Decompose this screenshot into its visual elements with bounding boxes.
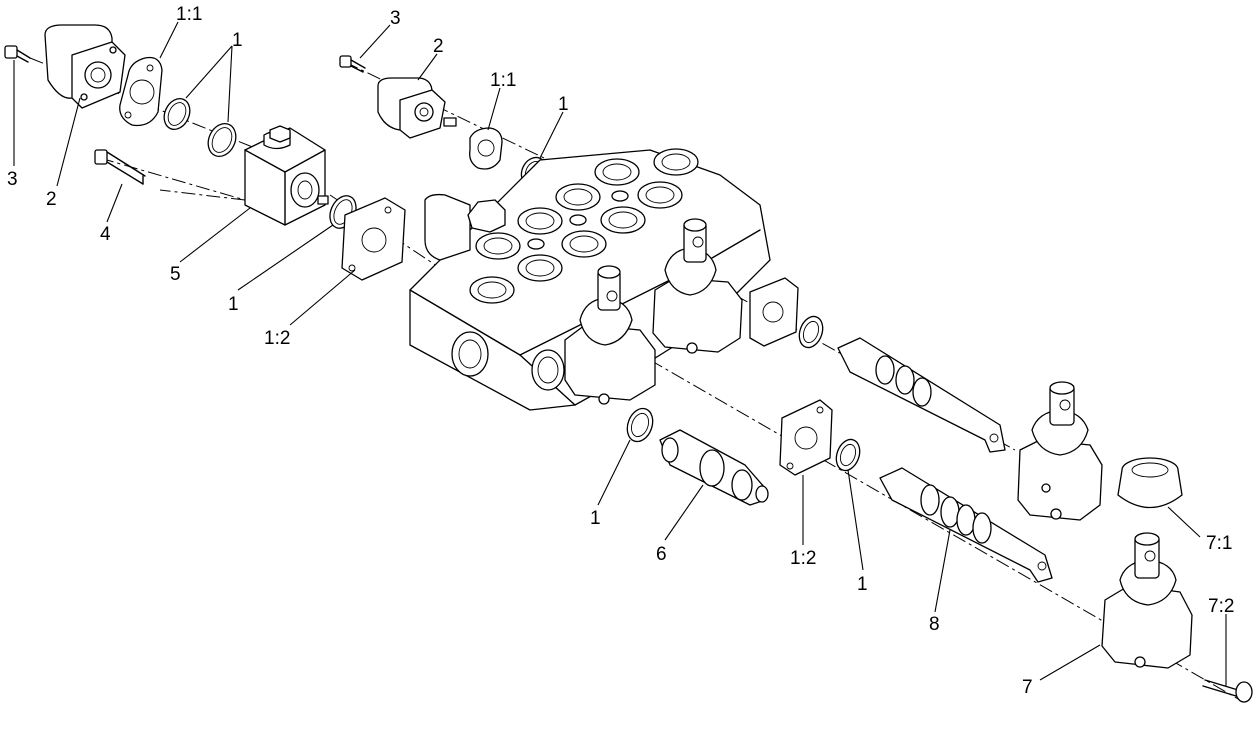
label-7-1: 7:1 — [1206, 533, 1232, 554]
label-4: 4 — [100, 224, 111, 245]
label-7-2: 7:2 — [1208, 596, 1234, 617]
gasket-1-2-left — [341, 197, 406, 281]
front-spool-group — [626, 399, 1253, 703]
gasket-middle — [469, 127, 503, 170]
label-1-front-b: 1 — [857, 574, 868, 595]
screw-left — [4, 45, 31, 63]
solenoid-body-5 — [244, 125, 329, 226]
label-1-left-lower: 1 — [228, 294, 239, 315]
label-1-2-front: 1:2 — [790, 548, 816, 569]
label-1-1-left: 1:1 — [176, 4, 202, 25]
label-7: 7 — [1022, 677, 1033, 698]
label-6: 6 — [656, 544, 667, 565]
label-1-2-left: 1:2 — [264, 328, 290, 349]
block-ports — [469, 148, 699, 304]
block-actuator-rear — [652, 218, 743, 354]
gasket-rear — [749, 277, 799, 347]
label-1-top-left: 1 — [232, 30, 243, 51]
cover-middle — [377, 77, 457, 139]
leader-lines — [13, 21, 1227, 686]
boot-7-1 — [1117, 457, 1183, 508]
label-1-1-middle: 1:1 — [490, 70, 516, 91]
side-port-b — [531, 349, 565, 391]
label-2-middle: 2 — [433, 36, 444, 57]
block-actuator-front — [564, 265, 656, 405]
label-1-front-a: 1 — [590, 508, 601, 529]
side-port-a — [451, 331, 489, 377]
callout-labels: 3 2 1:1 1 3 2 1:1 1 4 5 1 1:2 1 6 1:2 1 … — [7, 4, 1234, 698]
solenoid-cover-left — [4, 24, 406, 281]
pin-4 — [94, 149, 146, 185]
screw-7-2 — [1202, 679, 1253, 703]
gasket-1-2-front — [779, 399, 833, 476]
solenoid-cover-middle — [339, 55, 548, 188]
rear-spool-group — [749, 277, 1103, 521]
main-valve-block — [409, 148, 771, 411]
gasket-left — [119, 56, 163, 127]
label-1-middle: 1 — [558, 94, 569, 115]
o-ring-front-a — [626, 407, 654, 443]
label-3-middle: 3 — [390, 8, 401, 29]
spool-rear — [837, 337, 1006, 453]
actuator-rear-right — [1017, 381, 1103, 521]
label-8: 8 — [929, 614, 940, 635]
cover-left — [44, 24, 126, 109]
label-2-left: 2 — [46, 189, 57, 210]
label-3-left: 3 — [7, 169, 18, 190]
relief-valve-6 — [659, 429, 769, 506]
actuator-7 — [1101, 532, 1193, 669]
spool-8 — [879, 467, 1053, 583]
o-ring-left-b — [207, 122, 237, 158]
o-ring-left-a — [163, 97, 191, 131]
label-5: 5 — [170, 264, 181, 285]
block-solenoid — [424, 193, 506, 261]
o-ring-front-b — [835, 438, 861, 472]
screw-middle — [339, 55, 366, 73]
